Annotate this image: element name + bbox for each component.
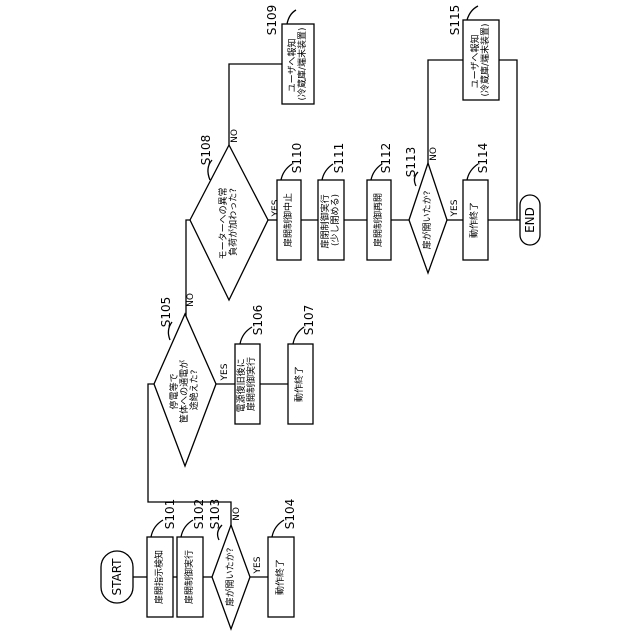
svg-text:動作終了: 動作終了: [468, 202, 480, 238]
s105-text-3: 途絶えた?: [188, 369, 200, 410]
s102-id: S102: [192, 499, 206, 530]
s108-text-1: モーターへの異常: [217, 187, 229, 259]
step-s111: 扉閉制御実行 (少し閉める) S111: [318, 143, 346, 260]
svg-text:扉開制御再開: 扉開制御再開: [372, 193, 384, 247]
s115-id: S115: [448, 5, 462, 36]
s108-text-2: 負荷が加わった?: [227, 188, 239, 256]
s110-text: 扉開制御中止: [282, 193, 294, 247]
decision-s108: モーターへの異常 負荷が加わった? S108 YES NO: [190, 129, 281, 300]
s107-text: 動作終了: [293, 366, 305, 402]
step-s112: 扉開制御再開 S112: [367, 143, 393, 260]
s101-text: 扉開指示検知: [153, 550, 165, 604]
svg-text:扉開制御中止: 扉開制御中止: [282, 193, 294, 247]
s112-text: 扉開制御再開: [372, 193, 384, 247]
decision-s103: 扉が開いたか? S103 YES NO: [208, 499, 263, 629]
s115-text-1: ユーザへ報知: [469, 35, 481, 89]
s103-yes-label: YES: [253, 556, 263, 574]
s109-text-2: (冷蔵庫/端末装置): [296, 27, 308, 100]
s105-no-label: NO: [186, 293, 196, 307]
decision-s113: 扉が開いたか? S113 YES NO: [404, 147, 460, 273]
svg-text:電源復旧後に 扉開制御実行: 電源復旧後に 扉開制御実行: [235, 356, 257, 413]
step-s104: 動作終了 S104: [268, 499, 297, 617]
step-s110: 扉開制御中止 S110: [277, 143, 304, 260]
step-s114: 動作終了 S114: [463, 143, 490, 260]
s103-text: 扉が開いたか?: [224, 547, 236, 606]
s105-id: S105: [159, 297, 173, 328]
svg-text:モーターへの異常 負荷が加わった?: モーターへの異常 負荷が加わった?: [217, 185, 239, 260]
svg-text:動作終了: 動作終了: [293, 366, 305, 402]
s101-id: S101: [163, 499, 177, 530]
s111-text-1: 扉閉制御実行: [319, 194, 331, 248]
s105-text-1: 停電等で: [168, 373, 180, 409]
start-label: START: [110, 558, 124, 596]
end-terminal: END: [520, 195, 540, 245]
s115-text-2: (冷蔵庫/端末装置): [479, 23, 491, 96]
s110-id: S110: [290, 143, 304, 174]
s111-id: S111: [332, 143, 346, 174]
s113-text: 扉が開いたか?: [421, 190, 433, 249]
step-s109: ユーザへ報知 (冷蔵庫/端末装置) S109: [265, 5, 314, 104]
s108-id: S108: [199, 135, 213, 166]
s114-id: S114: [476, 143, 490, 174]
s104-id: S104: [283, 499, 297, 530]
step-s107: 動作終了 S107: [288, 305, 316, 424]
s112-id: S112: [379, 143, 393, 174]
s105-yes-label: YES: [220, 363, 230, 381]
s113-id: S113: [404, 147, 418, 178]
s105-text-2: 筐体への通電が: [178, 360, 190, 423]
start-terminal: START: [101, 551, 133, 603]
svg-text:扉が開いたか?: 扉が開いたか?: [224, 547, 236, 606]
s106-text-1: 電源復旧後に: [235, 358, 247, 412]
svg-text:扉開指示検知: 扉開指示検知: [153, 550, 165, 604]
s103-no-label: NO: [232, 507, 242, 521]
s102-text: 扉開制御実行: [183, 550, 195, 604]
s108-no-label: NO: [230, 129, 240, 143]
s111-text-2: (少し閉める): [330, 194, 341, 246]
s104-text: 動作終了: [274, 559, 286, 595]
s107-id: S107: [302, 305, 316, 336]
svg-text:扉閉制御実行 (少し閉める): 扉閉制御実行 (少し閉める): [319, 192, 341, 249]
svg-text:扉が開いたか?: 扉が開いたか?: [421, 190, 433, 249]
svg-text:動作終了: 動作終了: [274, 559, 286, 595]
decision-s105: 停電等で 筐体への通電が 途絶えた? S105 YES NO: [154, 293, 230, 466]
s114-text: 動作終了: [468, 202, 480, 238]
step-s102: 扉開制御実行 S102: [177, 499, 206, 617]
step-s115: ユーザへ報知 (冷蔵庫/端末装置) S115: [448, 5, 499, 100]
s109-text-1: ユーザへ報知: [286, 39, 298, 93]
svg-text:ユーザへ報知 (冷蔵庫/端末装置): ユーザへ報知 (冷蔵庫/端末装置): [469, 23, 491, 96]
s103-id: S103: [208, 499, 222, 530]
step-s106: 電源復旧後に 扉開制御実行 S106: [235, 305, 265, 424]
svg-text:ユーザへ報知 (冷蔵庫/端末装置): ユーザへ報知 (冷蔵庫/端末装置): [286, 27, 308, 100]
step-s101: 扉開指示検知 S101: [147, 499, 177, 617]
s109-id: S109: [265, 5, 279, 36]
s113-no-label: NO: [429, 147, 439, 161]
svg-text:扉開制御実行: 扉開制御実行: [183, 550, 195, 604]
end-label: END: [523, 207, 537, 233]
s106-id: S106: [251, 305, 265, 336]
s106-text-2: 扉開制御実行: [245, 357, 257, 411]
s113-yes-label: YES: [450, 199, 460, 217]
